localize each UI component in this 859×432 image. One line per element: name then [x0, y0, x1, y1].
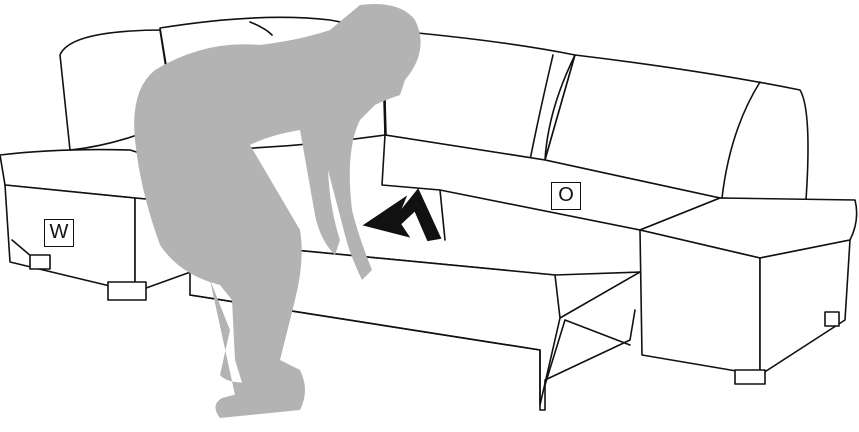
left-foot-2: [29, 254, 51, 270]
pullout-frame-bottom: [189, 294, 636, 411]
right-back-cushion: [544, 54, 809, 201]
lift-arrow-icon: [362, 188, 442, 242]
center-module-label: O: [551, 182, 581, 210]
right-arm-side: [759, 239, 851, 376]
person-silhouette-icon: [134, 4, 421, 418]
left-module-label: W: [44, 219, 74, 247]
right-foot-2: [824, 311, 840, 327]
right-foot: [734, 369, 766, 385]
left-foot: [107, 281, 147, 301]
